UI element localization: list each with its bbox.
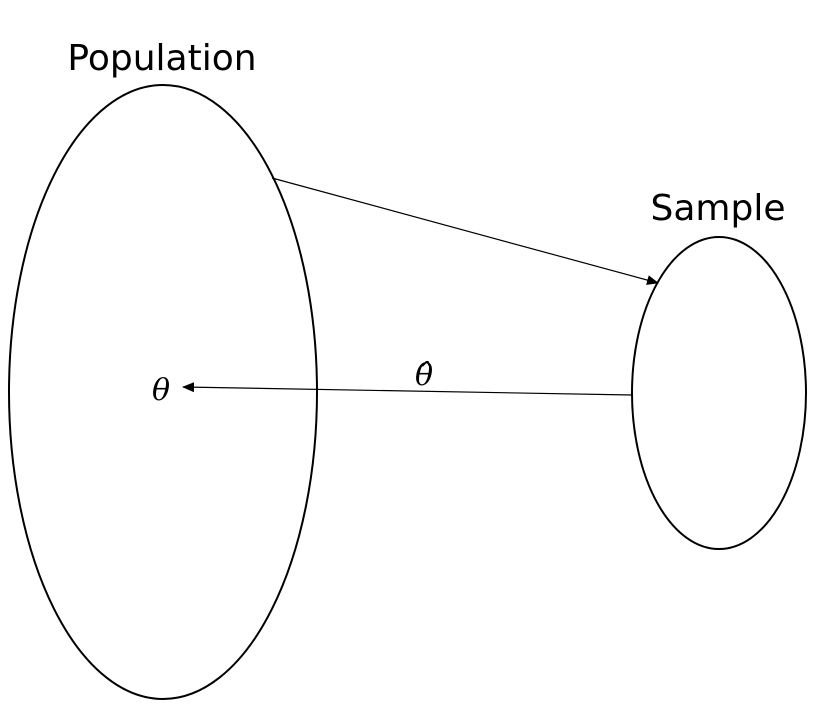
sample-ellipse [631,236,807,550]
population-ellipse [8,84,318,700]
sample-label: Sample [651,188,786,229]
sampling-arrow [271,177,659,285]
population-label: Population [67,38,256,79]
estimation-arrow [182,382,633,396]
parameter-symbol: θ [152,373,170,408]
estimator-symbol: θ̂ [415,358,433,393]
